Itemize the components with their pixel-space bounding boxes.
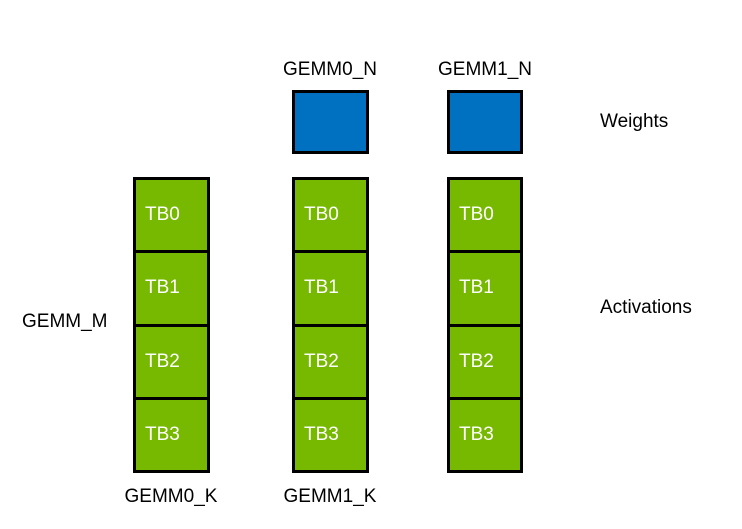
gemm1-weight-block: [447, 90, 523, 154]
activation-cell: TB0: [133, 177, 210, 254]
gemm1-n-label-line1: GEMM1_N: [438, 59, 532, 80]
gemm0-weight-block: [292, 90, 369, 154]
activation-column-1: TB0 TB1 TB2 TB3: [292, 177, 369, 473]
weights-row-label: Weights: [600, 111, 669, 132]
activation-cell: TB2: [133, 323, 210, 400]
gemm1-k-label: GEMM1_K: [283, 486, 377, 507]
activation-cell: TB3: [447, 396, 523, 473]
activation-column-2: TB0 TB1 TB2 TB3: [447, 177, 523, 473]
activation-cell: TB2: [447, 323, 523, 400]
gemm0-n-label-line1: GEMM0_N: [283, 59, 377, 80]
activation-cell: TB1: [292, 250, 369, 327]
activations-row-label: Activations: [600, 297, 692, 318]
gemm0-k-label: GEMM0_K: [124, 486, 218, 507]
activation-cell: TB1: [447, 250, 523, 327]
activation-cell: TB2: [292, 323, 369, 400]
activation-cell: TB1: [133, 250, 210, 327]
gemm-m-label: GEMM_M: [22, 311, 108, 332]
activation-cell: TB3: [292, 396, 369, 473]
activation-cell: TB0: [447, 177, 523, 254]
activation-cell: TB0: [292, 177, 369, 254]
activation-column-0: TB0 TB1 TB2 TB3: [133, 177, 210, 473]
activation-cell: TB3: [133, 396, 210, 473]
